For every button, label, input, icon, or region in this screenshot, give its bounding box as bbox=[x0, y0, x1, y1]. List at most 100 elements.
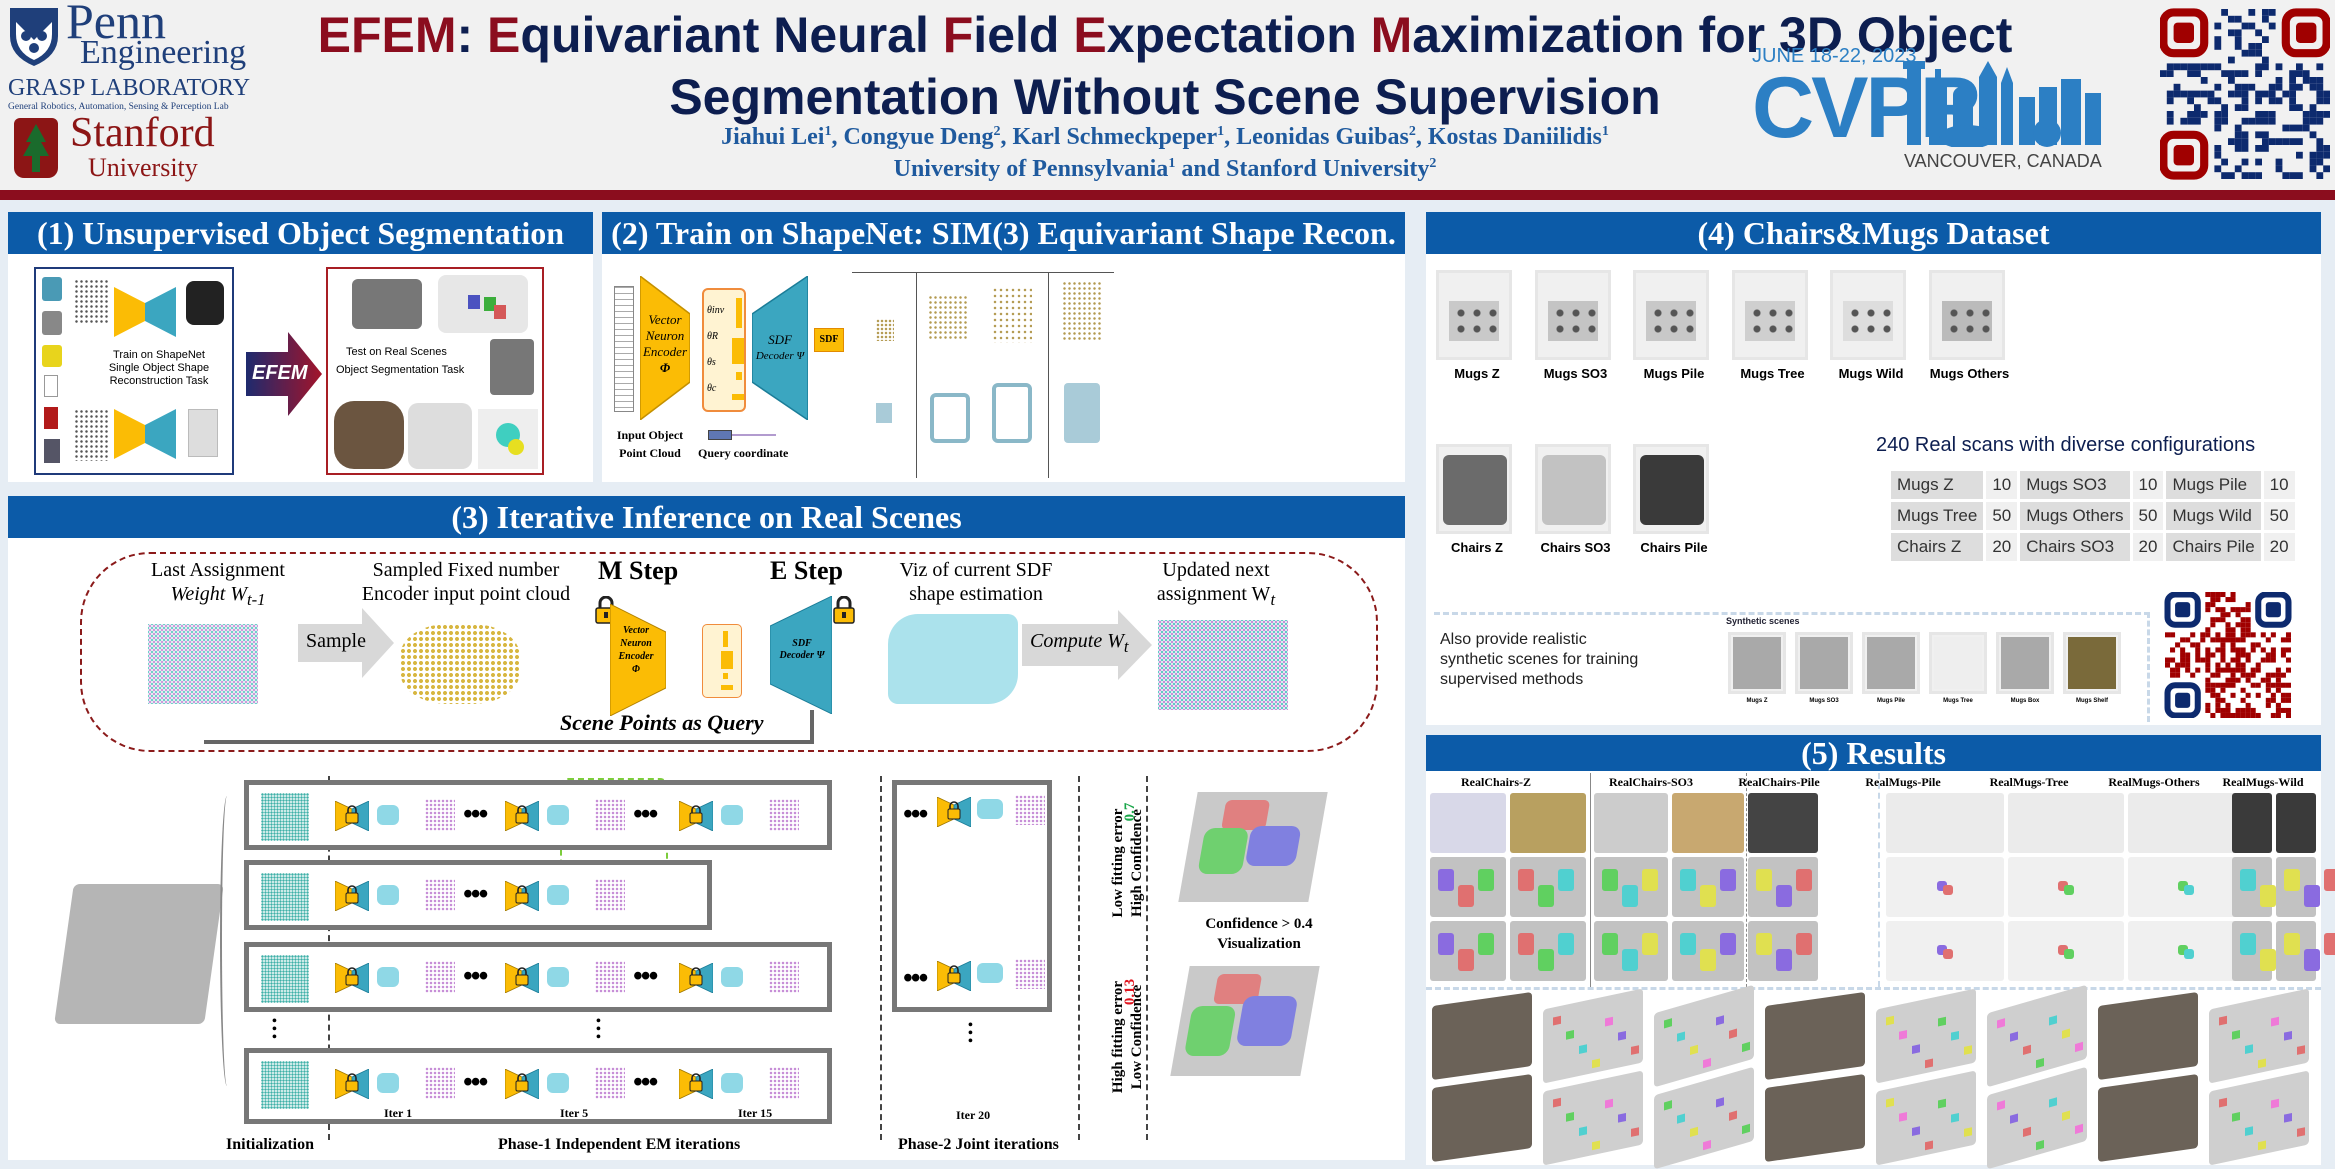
results-column-header: RealChairs-SO3 bbox=[1609, 775, 1693, 789]
mug-icon bbox=[42, 311, 62, 335]
results-column-header: RealMugs-Wild bbox=[2222, 775, 2304, 789]
label-line: Decoder Ψ bbox=[779, 650, 825, 661]
test-text-line: Test on Real Scenes bbox=[346, 346, 447, 358]
reconstructed-mug bbox=[186, 281, 224, 325]
label-line: Neuron bbox=[620, 638, 652, 649]
title-fragment: quivariant Neural bbox=[520, 7, 943, 63]
label-line: Sampled Fixed number bbox=[372, 559, 560, 581]
assignment-thumb bbox=[1015, 959, 1045, 989]
result-image bbox=[1430, 921, 1506, 981]
segmented-chairs-image bbox=[408, 403, 472, 469]
assignment-thumb bbox=[595, 799, 625, 831]
mug-icon bbox=[42, 345, 62, 367]
high-confidence-value: 0.7 bbox=[1122, 802, 1138, 822]
cvpr-dates: JUNE 18-22, 2023 bbox=[1752, 45, 1917, 67]
encoder-label: Vector Neuron Encoder Φ bbox=[640, 312, 690, 376]
title-fragment: F bbox=[350, 7, 382, 63]
scannet-result-image bbox=[1432, 991, 1532, 1081]
em-hypothesis-row: •••••• bbox=[244, 942, 832, 1012]
assignment-thumb bbox=[595, 1067, 625, 1099]
synthetic-thumbnail-label: Mugs Z bbox=[1746, 698, 1768, 704]
results-column-header: RealChairs-Pile bbox=[1738, 775, 1820, 789]
title-fragment: E bbox=[317, 7, 351, 63]
latent-code-box bbox=[702, 624, 742, 698]
latent-theta-s: θs bbox=[707, 357, 716, 368]
scannet-result-image bbox=[1543, 1070, 1643, 1166]
encoder-label-line: Vector bbox=[648, 312, 682, 327]
query-feedback-line bbox=[204, 740, 814, 744]
author-name: Leonidas Guibas bbox=[1236, 124, 1409, 150]
test-text-line: Object Segmentation Task bbox=[336, 364, 465, 376]
train-text-line: Reconstruction Task bbox=[109, 375, 209, 387]
results-column-header: RealChairs-Z bbox=[1461, 775, 1531, 789]
result-image bbox=[1594, 793, 1668, 853]
author-affiliation: 2 bbox=[993, 124, 1001, 139]
mug-tree-image bbox=[490, 339, 534, 395]
vector-neuron-encoder-shape bbox=[640, 276, 690, 420]
sdf-shape-thumb bbox=[977, 799, 1003, 819]
dataset-name-cell: Mugs Others bbox=[2020, 502, 2130, 530]
title-fragment: ield bbox=[973, 7, 1074, 63]
penn-logo-text: Penn bbox=[66, 0, 166, 49]
locked-encoder-decoder-icon bbox=[334, 800, 370, 832]
dataset-count-cell: 20 bbox=[2263, 533, 2295, 561]
train-description: Train on ShapeNet Single Object Shape Re… bbox=[84, 349, 234, 388]
section-title: (4) Chairs&Mugs Dataset bbox=[1426, 212, 2321, 254]
result-image bbox=[1672, 921, 1744, 981]
dataset-count-cell: 50 bbox=[2132, 502, 2164, 530]
title-fragment: M bbox=[414, 7, 457, 63]
encoder-m-step-shape bbox=[610, 604, 666, 716]
input-label-line: Point Cloud bbox=[619, 446, 681, 460]
affiliation-sup: 2 bbox=[1429, 156, 1437, 171]
iteration-label: Iter 15 bbox=[738, 1106, 773, 1120]
locked-encoder-decoder-icon bbox=[936, 796, 972, 828]
synthetic-heading: Synthetic scenes bbox=[1726, 616, 1800, 626]
input-label-line: Input Object bbox=[616, 428, 684, 442]
ellipsis-icon: ••• bbox=[903, 799, 928, 830]
section-title: (3) Iterative Inference on Real Scenes bbox=[8, 496, 1405, 538]
locked-encoder-decoder-icon bbox=[334, 1068, 370, 1100]
em-hypothesis-row: ••• bbox=[244, 860, 712, 930]
confidence-viz-bottom bbox=[1170, 966, 1320, 1076]
reconstruction-gallery bbox=[852, 272, 1114, 478]
sdf-shape-thumb bbox=[721, 805, 743, 825]
dataset-thumbnail-label: Mugs Others bbox=[1929, 366, 2010, 381]
scannet-result-image bbox=[1765, 991, 1865, 1081]
dataset-name-cell: Mugs Wild bbox=[2166, 502, 2261, 530]
latent-theta-c: θc bbox=[707, 383, 717, 394]
sdf-shape-thumb bbox=[547, 967, 569, 987]
result-image bbox=[1594, 857, 1668, 917]
iteration-label: Iter 1 bbox=[384, 1106, 413, 1120]
author-name: Jiahui Lei bbox=[721, 124, 825, 150]
assignment-thumb bbox=[595, 961, 625, 993]
dataset-count-cell: 10 bbox=[1986, 471, 2018, 499]
subscript: t bbox=[1123, 637, 1129, 656]
synthetic-thumbnail bbox=[1929, 632, 1987, 694]
result-image bbox=[2276, 857, 2335, 917]
title-fragment: M bbox=[1370, 7, 1413, 63]
bracket bbox=[220, 796, 234, 1086]
divider-phase1 bbox=[880, 776, 882, 1140]
scannet-result-image bbox=[2098, 991, 2198, 1081]
dataset-name-cell: Chairs SO3 bbox=[2020, 533, 2130, 561]
dataset-thumbnail-label: Chairs SO3 bbox=[1540, 540, 1611, 555]
dataset-thumbnail bbox=[1830, 270, 1906, 360]
updated-assignment-label: Updated next assignment Wt bbox=[1126, 558, 1306, 612]
dataset-count-cell: 20 bbox=[2132, 533, 2164, 561]
ellipsis-icon: ••• bbox=[633, 799, 658, 830]
point-cloud-mug bbox=[74, 279, 110, 325]
query-coordinate-box bbox=[708, 430, 732, 440]
section-dataset: (4) Chairs&Mugs Dataset 240 Real scans w… bbox=[1426, 212, 2321, 725]
sdf-shape-thumb bbox=[547, 805, 569, 825]
author-affiliation: 1 bbox=[1217, 124, 1225, 139]
efem-arrow-label: EFEM bbox=[252, 362, 308, 384]
qr-code-project[interactable] bbox=[2160, 8, 2330, 180]
vertical-ellipsis-icon: • • • bbox=[596, 1014, 601, 1045]
em-hypothesis-row: •••••• bbox=[244, 1048, 832, 1124]
qr-code-dataset[interactable] bbox=[2160, 592, 2296, 718]
decoder-label-line: Decoder Ψ bbox=[755, 350, 805, 362]
dataset-thumbnail bbox=[1633, 270, 1709, 360]
